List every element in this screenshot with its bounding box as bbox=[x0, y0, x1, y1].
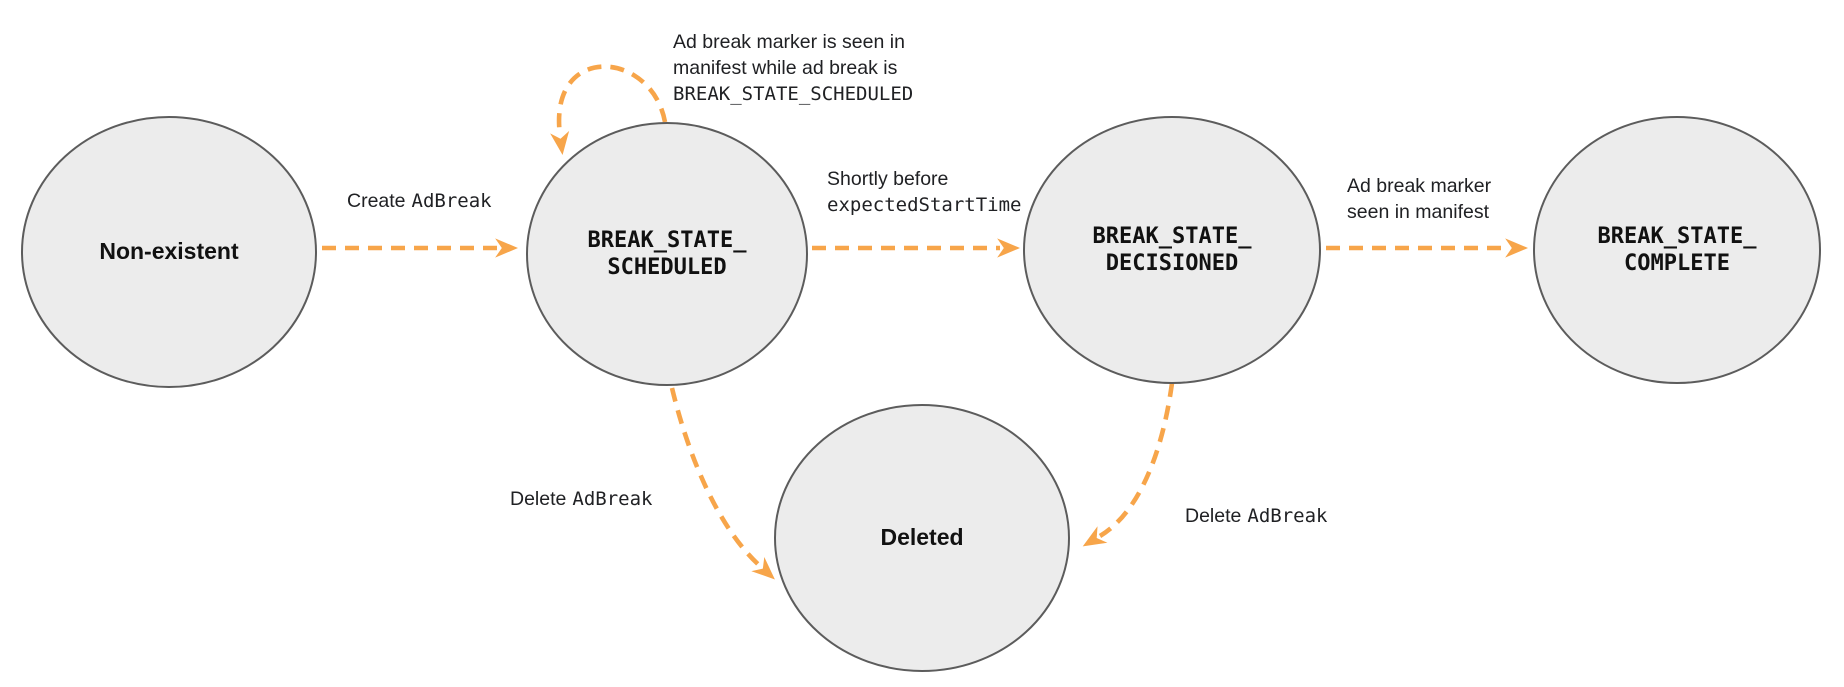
state-label-deleted: Deleted bbox=[880, 524, 963, 550]
transition-label-delete-right-word: Delete bbox=[1185, 505, 1241, 527]
transition-label-shortly-before-line1: Shortly before bbox=[827, 168, 948, 190]
state-circle-break-state-decisioned bbox=[1023, 116, 1321, 384]
transition-label-shortly-before-line2: expectedStartTime bbox=[827, 194, 1021, 216]
transition-label-marker-seen: Ad break marker seen in manifest bbox=[1347, 175, 1492, 223]
transition-label-self-loop-line3: BREAK_STATE_SCHEDULED bbox=[673, 83, 913, 105]
transition-label-marker-seen-line2: seen in manifest bbox=[1347, 201, 1490, 223]
transition-label-marker-seen-line1: Ad break marker bbox=[1347, 175, 1492, 197]
transition-label-delete-left: Delete AdBreak bbox=[510, 488, 653, 510]
state-label-break-state-scheduled-line1: BREAK_STATE_ bbox=[588, 228, 748, 253]
state-node-deleted: Deleted bbox=[774, 404, 1070, 672]
transition-label-create-adbreak-code: AdBreak bbox=[412, 190, 493, 212]
transition-label-self-loop-line1: Ad break marker is seen in bbox=[673, 31, 905, 53]
transition-label-shortly-before: Shortly before expectedStartTime bbox=[827, 168, 1021, 216]
transition-label-create-adbreak: Create AdBreak bbox=[347, 190, 492, 212]
transition-arrow-delete-decisioned bbox=[1082, 382, 1175, 547]
state-circle-break-state-complete bbox=[1533, 116, 1821, 384]
transition-label-delete-left-word: Delete bbox=[510, 488, 566, 510]
state-label-non-existent: Non-existent bbox=[99, 238, 239, 264]
state-circle-deleted bbox=[774, 404, 1070, 672]
transition-label-self-loop-line2: manifest while ad break is bbox=[673, 57, 898, 79]
transition-label-delete-left-code: AdBreak bbox=[572, 488, 653, 510]
state-node-break-state-complete: BREAK_STATE_ COMPLETE bbox=[1533, 116, 1821, 384]
state-circle-non-existent bbox=[21, 116, 317, 388]
transition-arrow-delete-scheduled bbox=[669, 387, 775, 580]
transition-label-create-adbreak-word: Create bbox=[347, 190, 406, 212]
state-label-break-state-decisioned-line2: DECISIONED bbox=[1106, 251, 1238, 276]
state-node-break-state-scheduled: BREAK_STATE_ SCHEDULED bbox=[526, 122, 808, 386]
transition-label-delete-right-code: AdBreak bbox=[1247, 505, 1328, 527]
state-label-break-state-complete-line1: BREAK_STATE_ bbox=[1598, 224, 1758, 249]
state-node-non-existent: Non-existent bbox=[21, 116, 317, 388]
state-label-break-state-complete-line2: COMPLETE bbox=[1624, 251, 1730, 276]
transition-label-self-loop: Ad break marker is seen in manifest whil… bbox=[673, 31, 913, 105]
state-label-break-state-scheduled-line2: SCHEDULED bbox=[607, 255, 726, 280]
state-label-break-state-decisioned-line1: BREAK_STATE_ bbox=[1093, 224, 1253, 249]
transition-arrow-self-loop-scheduled bbox=[550, 64, 668, 155]
state-circle-break-state-scheduled bbox=[526, 122, 808, 386]
transition-label-delete-right: Delete AdBreak bbox=[1185, 505, 1328, 527]
state-node-break-state-decisioned: BREAK_STATE_ DECISIONED bbox=[1023, 116, 1321, 384]
